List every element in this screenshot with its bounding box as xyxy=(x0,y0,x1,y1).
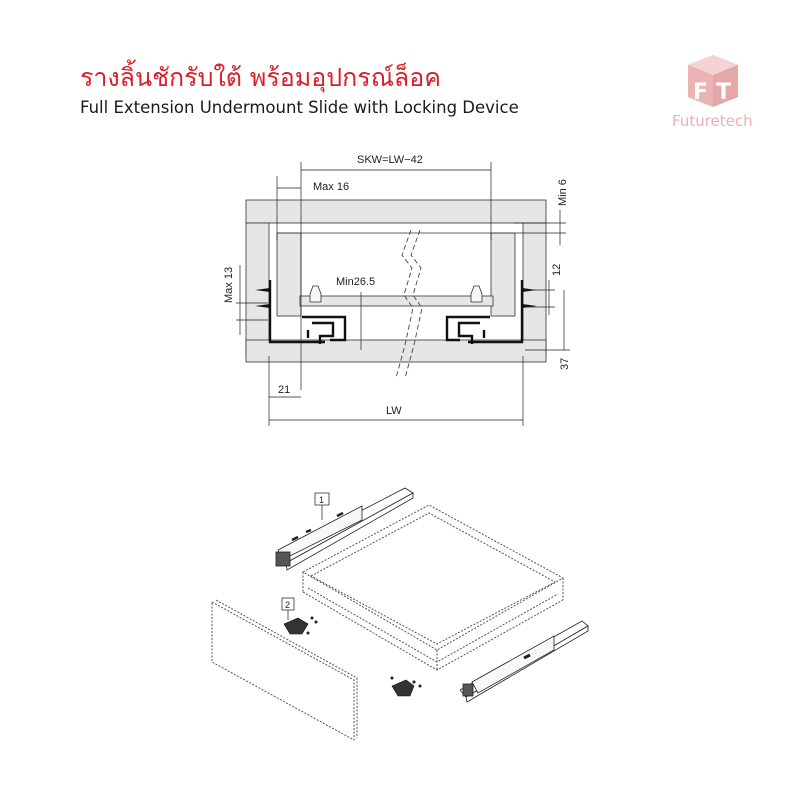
slide-profiles xyxy=(268,280,524,344)
brand-name: Futuretech xyxy=(672,112,753,130)
callout-1: 1 xyxy=(314,492,330,520)
dim-min6: Min 6 xyxy=(557,179,569,206)
slide-rail-2 xyxy=(459,620,589,703)
svg-text:2: 2 xyxy=(285,600,290,610)
dim-37: 37 xyxy=(559,358,571,370)
svg-text:F: F xyxy=(693,80,708,105)
drawer-box xyxy=(301,504,565,671)
dim-max16: Max 16 xyxy=(313,181,349,193)
dim-21: 21 xyxy=(278,384,290,396)
dim-skw: SKW=LW−42 xyxy=(357,154,423,166)
slide-rail-1 xyxy=(275,487,414,571)
dim-max13: Max 13 xyxy=(223,267,235,303)
dim-12: 12 xyxy=(551,264,563,276)
svg-text:1: 1 xyxy=(319,495,324,505)
svg-text:T: T xyxy=(716,80,731,105)
lock-pins xyxy=(309,285,483,303)
break-lines xyxy=(395,229,423,379)
product-title-english: Full Extension Undermount Slide with Loc… xyxy=(80,98,519,117)
product-title-thai: รางลิ้นชักรับใต้ พร้อมอุปกรณ์ล็อค xyxy=(80,63,441,92)
cube-logo-icon: F T xyxy=(688,55,738,107)
locking-device-2 xyxy=(283,616,318,635)
cabinet-cross-section xyxy=(245,199,547,363)
dim-min26-5: Min26.5 xyxy=(336,276,375,288)
futuretech-logo: F T xyxy=(668,55,758,135)
dim-lw: LW xyxy=(386,405,402,417)
dimension-lines xyxy=(236,162,570,426)
locking-device-right xyxy=(390,676,422,697)
drawer-front-panel xyxy=(211,599,358,741)
callout-2: 2 xyxy=(281,597,295,620)
